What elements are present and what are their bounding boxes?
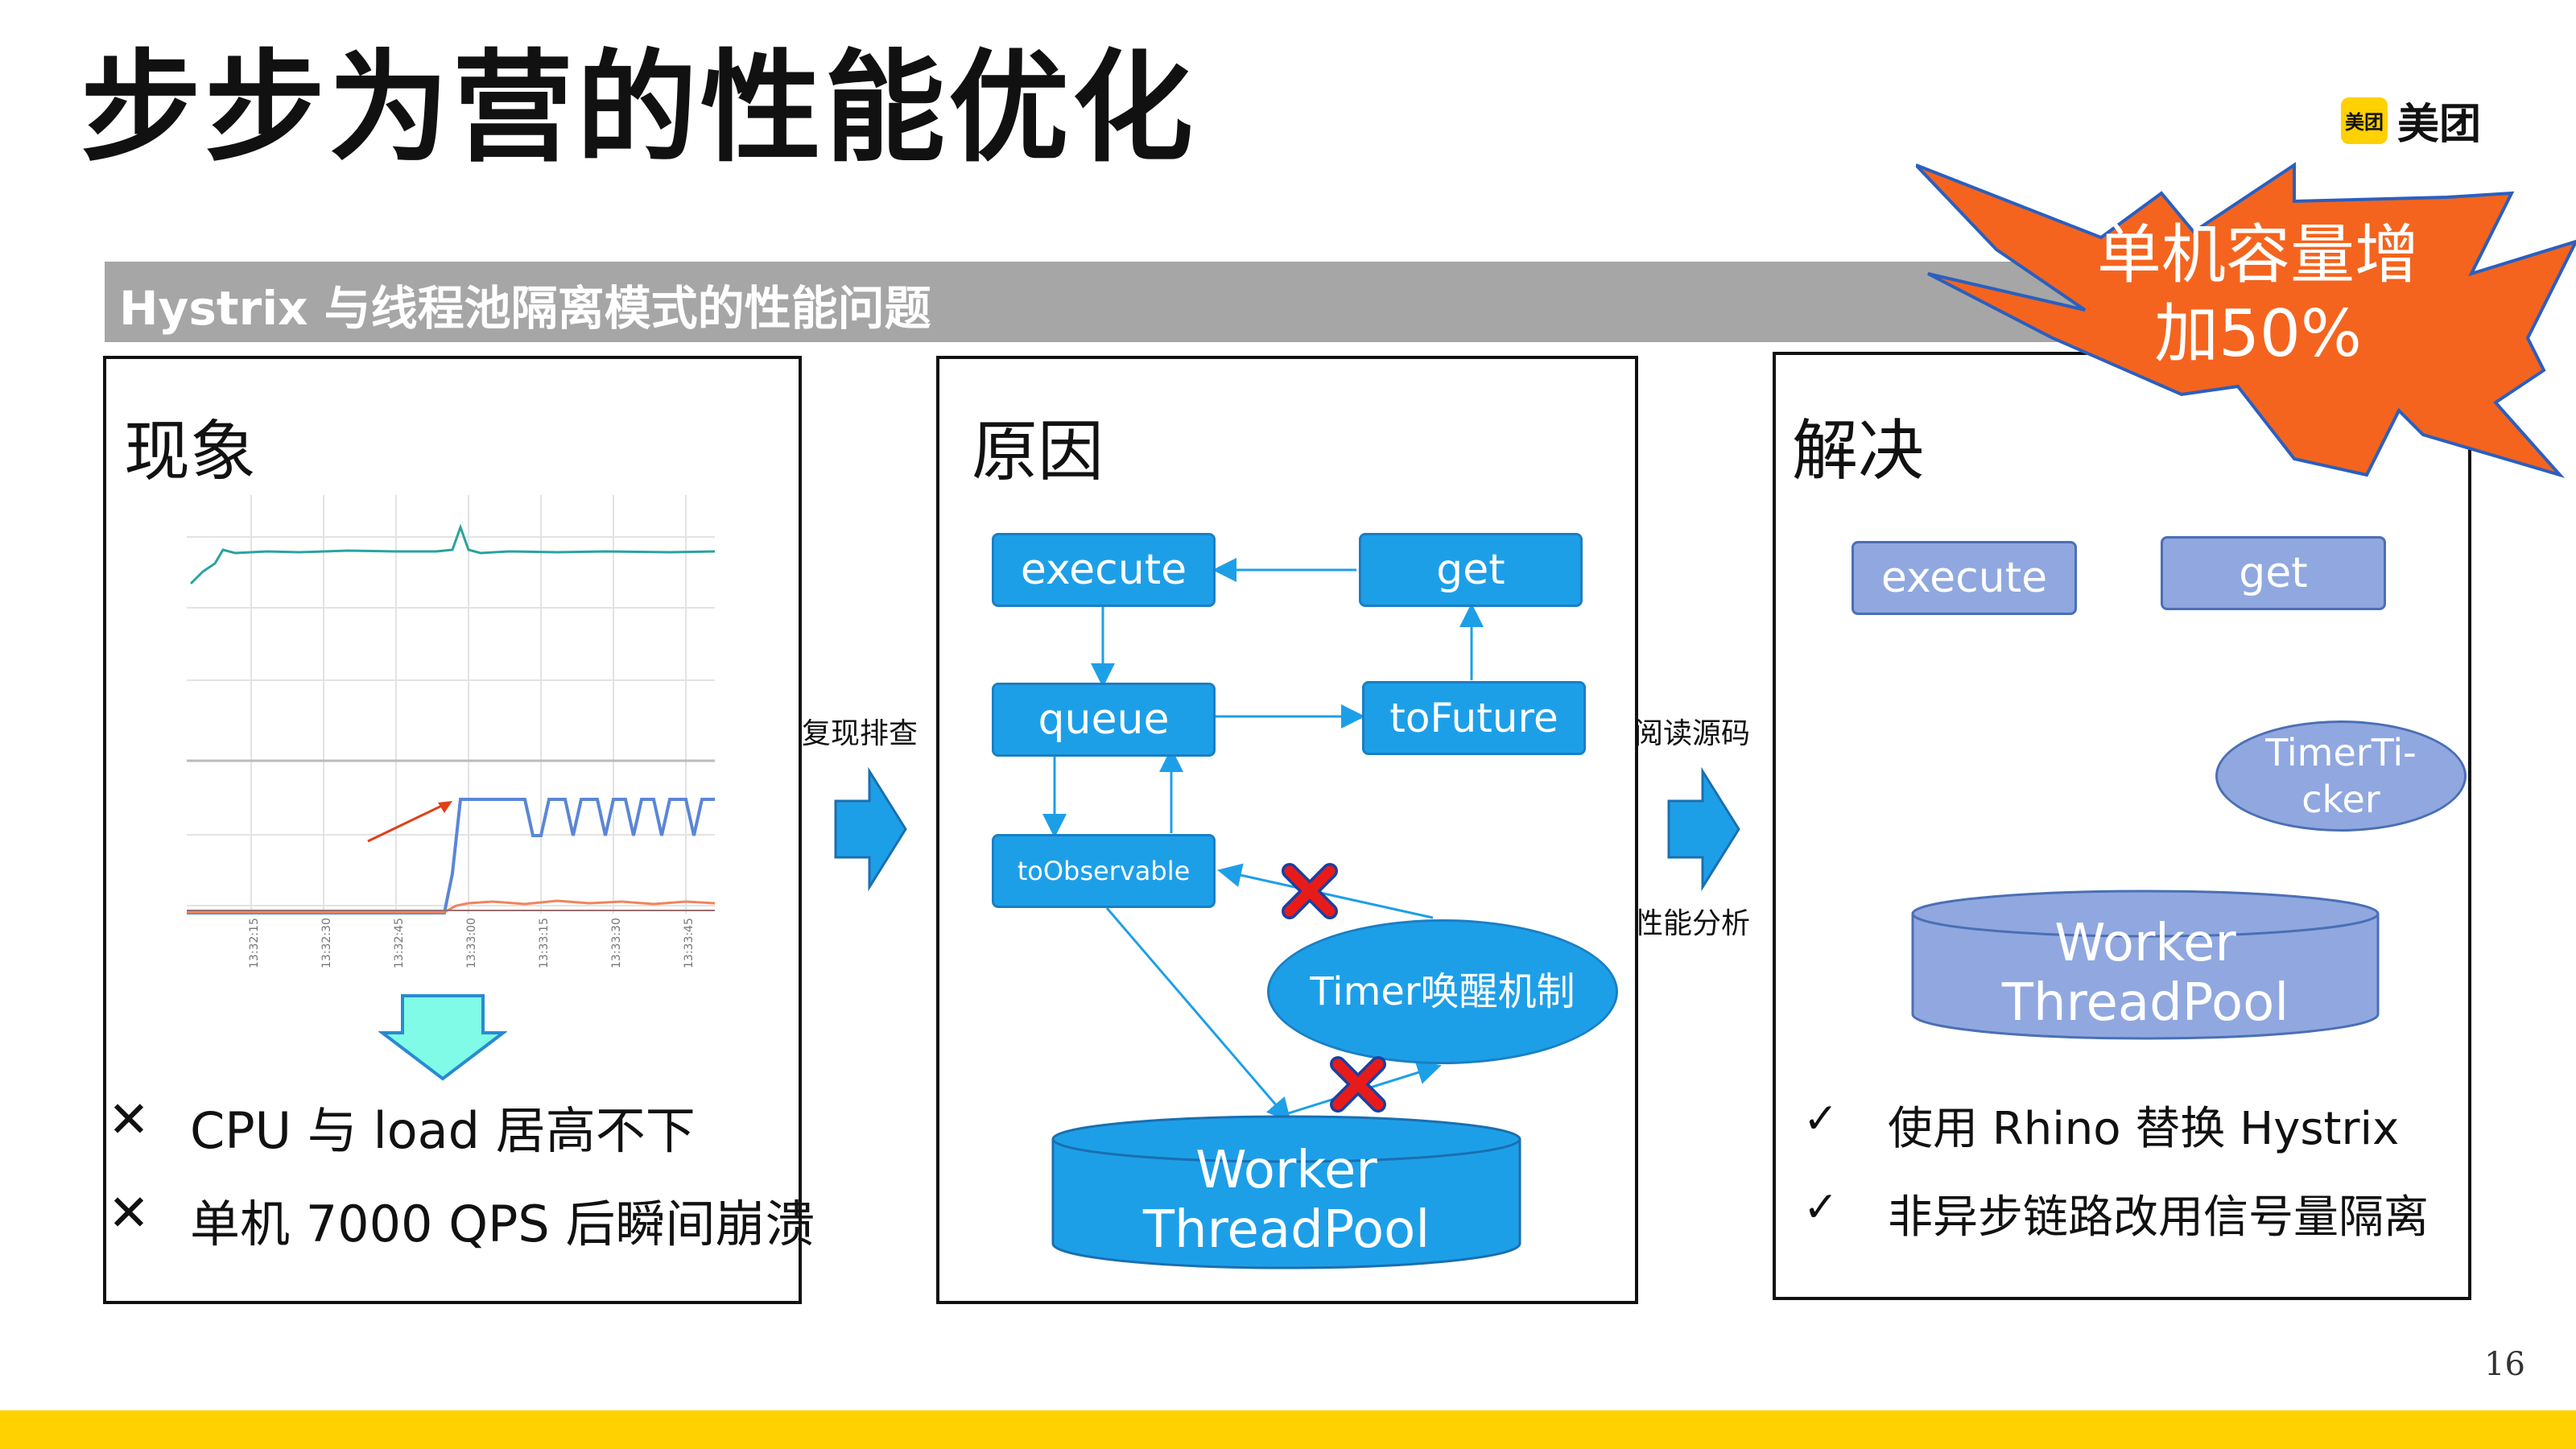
worker-threadpool-label: Worker ThreadPool — [1051, 1141, 1522, 1260]
solution-bullet: 使用 Rhino 替换 Hystrix — [1888, 1103, 2400, 1155]
callout-text: 单机容量增 加50% — [2073, 216, 2443, 374]
phenomenon-bullet: CPU 与 load 居高不下 — [190, 1101, 696, 1160]
slide-title: 步步为营的性能优化 — [80, 39, 1197, 179]
phenomenon-bullet: 单机 7000 QPS 后瞬间崩溃 — [190, 1195, 815, 1253]
phenomenon-heading: 现象 — [124, 414, 257, 490]
section-subtitle: Hystrix 与线程池隔离模式的性能问题 — [119, 281, 931, 336]
check-icon: ✓ — [1803, 1095, 1839, 1143]
arrow-label: 性能分析 — [1634, 907, 1751, 940]
footer-accent-bar — [0, 1410, 2576, 1449]
cross-icon: ✕ — [108, 1090, 150, 1149]
pool-line: Worker — [1195, 1141, 1377, 1200]
tofuture-node: toFuture — [1362, 681, 1586, 755]
x-tick-label: 13:33:15 — [538, 918, 551, 968]
chart-x-ticks: 13:32:15 13:32:30 13:32:45 13:33:00 13:3… — [248, 918, 696, 968]
execute-node: execute — [1852, 541, 2077, 615]
cpu-series-line — [187, 798, 715, 914]
execute-node: execute — [992, 533, 1216, 607]
meituan-logo-icon: 美团 — [2341, 97, 2388, 144]
ticker-line: TimerTi- — [2265, 731, 2417, 774]
brand-logo: 美团 美团 — [2341, 90, 2481, 151]
get-node: get — [1359, 533, 1583, 607]
right-arrow-icon — [1667, 766, 1740, 892]
blocked-cross-icon — [1330, 1056, 1386, 1113]
get-node: get — [2161, 536, 2386, 610]
section-banner — [105, 262, 2182, 342]
x-tick-label: 13:33:45 — [683, 918, 696, 968]
worker-threadpool-label: Worker ThreadPool — [1910, 914, 2380, 1033]
error-series-line — [187, 899, 715, 914]
cross-icon: ✕ — [108, 1183, 150, 1242]
worker-threadpool-cylinder — [1911, 890, 2380, 1040]
timer-ticker-node: TimerTi- cker — [2215, 720, 2467, 832]
blocked-cross-icon — [1282, 863, 1338, 919]
toobservable-node: toObservable — [992, 834, 1216, 908]
monitoring-chart: 13:32:15 13:32:30 13:32:45 13:33:00 13:3… — [187, 495, 715, 970]
queue-node: queue — [992, 683, 1216, 757]
annotation-arrow — [367, 801, 449, 843]
timer-wakeup-node: Timer唤醒机制 — [1267, 919, 1618, 1064]
worker-threadpool-cylinder — [1051, 1115, 1521, 1269]
starburst-callout — [1916, 162, 2576, 478]
x-tick-label: 13:32:30 — [320, 918, 333, 968]
ticker-line: cker — [2301, 778, 2380, 821]
down-arrow-icon — [378, 994, 507, 1081]
x-tick-label: 13:33:00 — [465, 918, 478, 968]
brand-name: 美团 — [2397, 101, 2482, 149]
pool-line: Worker — [2054, 914, 2236, 973]
arrow-label: 复现排查 — [802, 717, 919, 750]
right-arrow-icon — [834, 766, 907, 892]
arrow-label: 阅读源码 — [1634, 717, 1751, 750]
cause-heading: 原因 — [972, 414, 1104, 490]
page-number: 16 — [2484, 1346, 2525, 1383]
load-series-line — [189, 523, 715, 585]
callout-line: 加50% — [2154, 296, 2362, 371]
annotation-arrow-head — [438, 801, 452, 813]
x-tick-label: 13:32:15 — [248, 918, 261, 968]
solution-bullet: 非异步链路改用信号量隔离 — [1888, 1191, 2429, 1244]
x-tick-label: 13:32:45 — [393, 918, 406, 968]
check-icon: ✓ — [1803, 1183, 1839, 1232]
solution-heading: 解决 — [1792, 413, 1925, 489]
pool-line: ThreadPool — [1142, 1200, 1430, 1260]
callout-line: 单机容量增 — [2097, 217, 2419, 292]
x-tick-label: 13:33:30 — [610, 918, 623, 968]
pool-line: ThreadPool — [2001, 973, 2289, 1033]
